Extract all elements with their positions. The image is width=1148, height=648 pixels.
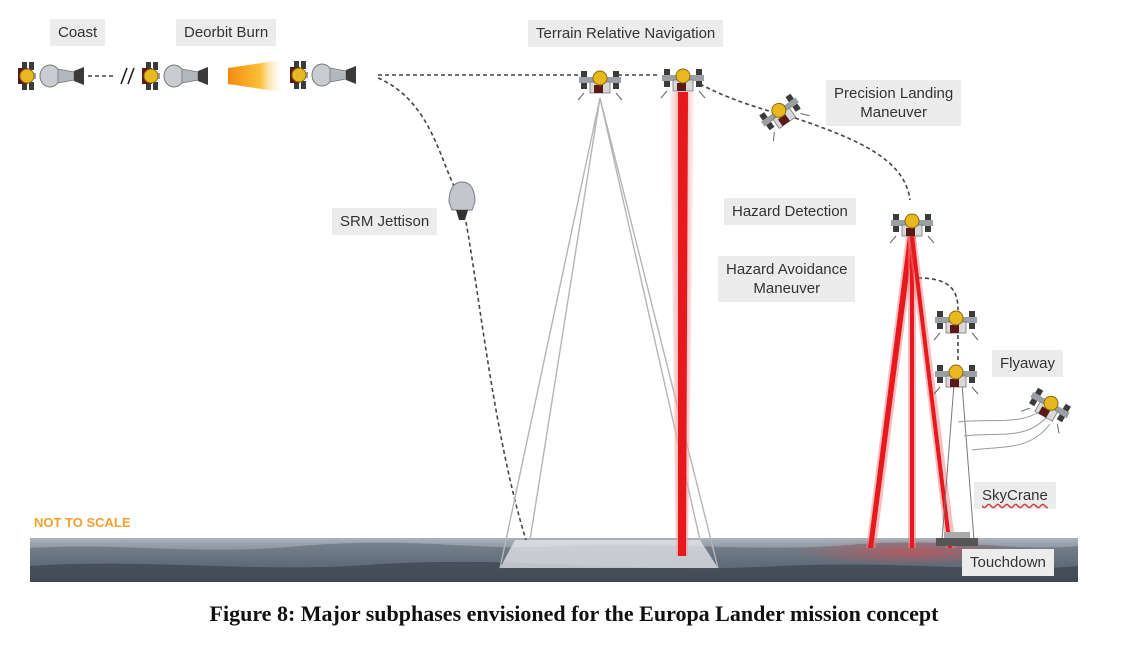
lander-icon (141, 60, 282, 92)
trajectory-path (88, 74, 959, 541)
europa-surface (30, 538, 1078, 582)
skycrane-cables (941, 383, 975, 541)
label-hazard-detection: Hazard Detection (724, 198, 856, 225)
lander-icon (756, 91, 810, 142)
lander-icon (289, 60, 357, 90)
label-coast: Coast (50, 19, 106, 46)
srm-icon (448, 181, 476, 221)
lander-icon (17, 61, 85, 91)
label-skycrane: SkyCrane (974, 482, 1056, 509)
lander-icon (933, 310, 979, 341)
lander-icon (933, 364, 979, 395)
label-precision-landing-maneuver: Precision Landing Maneuver (826, 80, 962, 126)
trn-laser-beam (670, 92, 694, 556)
break-marker-icon (120, 67, 135, 85)
label-deorbit-burn: Deorbit Burn (176, 19, 277, 46)
label-srm-jettison: SRM Jettison (332, 208, 438, 235)
label-touchdown: Touchdown (962, 549, 1054, 576)
lander-icon (577, 70, 623, 101)
flyaway-trails (957, 409, 1051, 451)
hazard-detection-lasers (866, 236, 956, 548)
figure-caption: Figure 8: Major subphases envisioned for… (209, 601, 939, 626)
label-hazard-avoidance-maneuver: Hazard Avoidance Maneuver (718, 256, 856, 302)
label-flyaway: Flyaway (992, 350, 1064, 377)
touchdown-lander (936, 532, 978, 546)
label-terrain-relative-navigation: Terrain Relative Navigation (528, 20, 724, 47)
not-to-scale-note: NOT TO SCALE (34, 515, 131, 530)
skycrane-text: SkyCrane (982, 487, 1048, 504)
lander-icon (1020, 385, 1075, 434)
